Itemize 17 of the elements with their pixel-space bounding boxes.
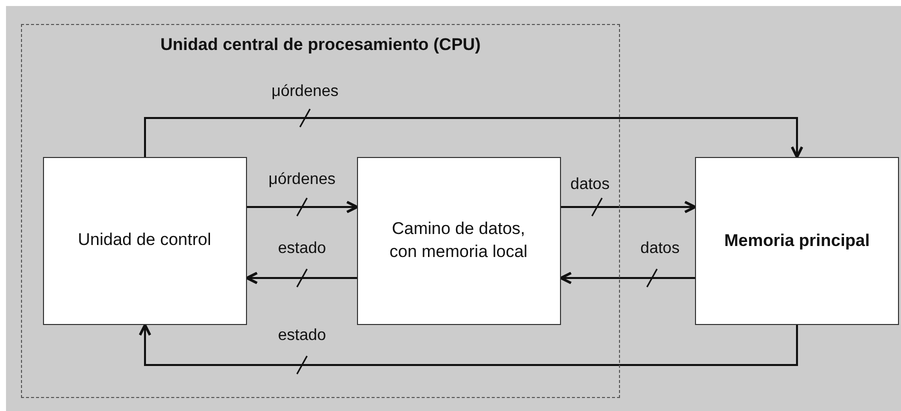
- arrow: [561, 200, 696, 214]
- arrow: [246, 272, 357, 284]
- edge-label: μórdenes: [271, 83, 339, 101]
- edge-label: datos: [640, 240, 680, 258]
- block-box: Memoria principal: [695, 157, 899, 325]
- edge-label: estado: [278, 327, 326, 345]
- block-box: Camino de datos, con memoria local: [356, 156, 560, 324]
- arrow: [138, 324, 798, 366]
- edge-label: datos: [570, 176, 610, 194]
- edge-label: estado: [278, 240, 326, 258]
- dashed-group-frame: [21, 24, 620, 398]
- arrow: [247, 200, 358, 214]
- edge-label: μórdenes: [268, 171, 336, 189]
- group-title: Unidad central de procesamiento (CPU): [159, 35, 482, 55]
- arrow: [144, 117, 804, 158]
- block-box: Unidad de control: [42, 156, 246, 324]
- arrow: [560, 272, 695, 284]
